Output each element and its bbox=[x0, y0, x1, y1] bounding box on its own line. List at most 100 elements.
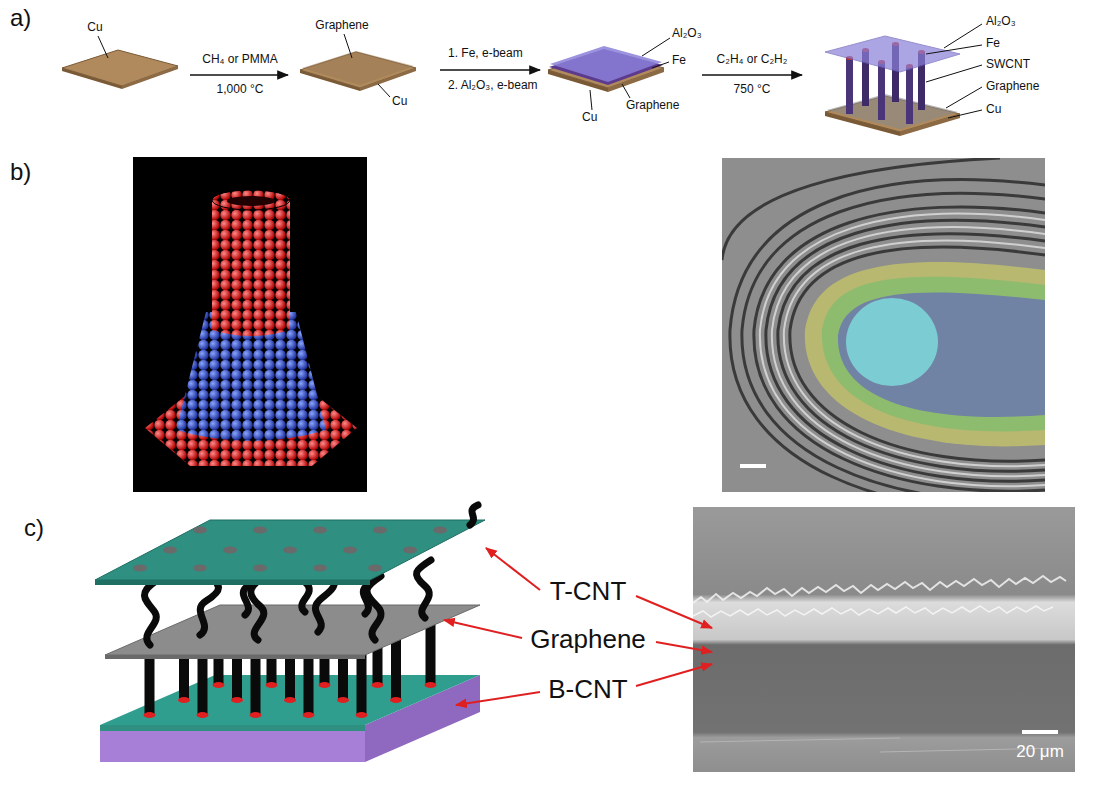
lattice-fringe bbox=[760, 214, 1045, 487]
cnt-texture bbox=[693, 606, 1053, 617]
nanotube-model bbox=[212, 200, 290, 336]
part-label: T-CNT bbox=[550, 577, 627, 607]
cnt-texture bbox=[693, 576, 1066, 603]
catalyst-dot bbox=[313, 565, 327, 572]
catalyst-dot bbox=[343, 547, 357, 554]
panel-letter: c) bbox=[24, 514, 44, 542]
lattice-fringe bbox=[742, 193, 1045, 492]
part-label: Fe bbox=[672, 54, 686, 68]
process-condition: 1,000 °C bbox=[217, 83, 264, 97]
sem-image bbox=[693, 507, 1075, 772]
overlay-catalyst-particle bbox=[846, 298, 938, 386]
part-label: Fe bbox=[986, 37, 1000, 51]
pointer-arrow bbox=[456, 692, 540, 705]
top-plate-edge bbox=[95, 580, 370, 585]
lattice-fringe bbox=[784, 240, 1045, 466]
catalyst-dot bbox=[368, 565, 382, 572]
foil-edge bbox=[122, 66, 178, 89]
lattice-fringe bbox=[790, 247, 1045, 461]
catalyst-dot bbox=[390, 697, 402, 703]
tem-image bbox=[722, 158, 1045, 492]
scale-bar bbox=[1022, 730, 1058, 734]
catalyst-dot bbox=[213, 682, 225, 688]
catalyst-dot bbox=[303, 712, 315, 718]
part-label: Cu bbox=[392, 95, 407, 109]
pointer-arrow bbox=[636, 664, 712, 686]
catalyst-dot bbox=[403, 547, 417, 554]
cnt-curl bbox=[416, 560, 431, 618]
catalyst-dot bbox=[193, 565, 207, 572]
catalyst-dots bbox=[133, 527, 447, 572]
substrate-side bbox=[100, 731, 365, 762]
panel-letter: b) bbox=[10, 158, 31, 186]
lattice-fringe bbox=[766, 220, 1045, 481]
part-label: Graphene bbox=[986, 80, 1039, 94]
catalyst-dot bbox=[133, 565, 147, 572]
process-arrow bbox=[702, 74, 802, 76]
swcnt bbox=[906, 66, 913, 124]
lattice-fringe bbox=[778, 234, 1045, 471]
scale-bar bbox=[740, 464, 766, 468]
scale-label: 20 μm bbox=[1016, 742, 1064, 762]
part-label: Graphene bbox=[530, 625, 646, 655]
model-background bbox=[133, 157, 367, 492]
catalyst-dot bbox=[193, 527, 207, 534]
catalyst-dot bbox=[433, 527, 447, 534]
leader-line bbox=[344, 34, 352, 58]
catalyst-dot bbox=[283, 547, 297, 554]
swcnt bbox=[846, 58, 853, 114]
catalyst-dot bbox=[284, 697, 296, 703]
pointer-arrow bbox=[656, 642, 712, 652]
lattice-fringe bbox=[754, 207, 1045, 491]
alumina-layer bbox=[825, 36, 960, 72]
part-label: B-CNT bbox=[548, 675, 627, 705]
catalyst-dot bbox=[253, 527, 267, 534]
process-condition: C₂H₄ or C₂H₂ bbox=[717, 53, 788, 67]
graphene-edge bbox=[105, 655, 365, 659]
leader-line bbox=[946, 87, 982, 108]
catalyst-dot bbox=[266, 682, 278, 688]
top-plate bbox=[95, 520, 485, 580]
part-label: Al₂O₃ bbox=[672, 27, 702, 41]
cnt-curl bbox=[144, 581, 156, 645]
swcnt bbox=[878, 62, 885, 120]
panel-b-illustration bbox=[133, 157, 1045, 511]
process-condition: 2. Al₂O₃, e-beam bbox=[448, 79, 538, 93]
leader-line bbox=[378, 84, 390, 97]
leader-line bbox=[926, 65, 982, 82]
cnt-curl bbox=[470, 505, 478, 525]
overlay-outer-shell bbox=[805, 262, 1045, 446]
catalyst-dot bbox=[313, 527, 327, 534]
nanotube-rim bbox=[212, 190, 290, 210]
process-arrow bbox=[190, 74, 288, 76]
lattice-fringe bbox=[722, 158, 1000, 260]
catalyst-dot bbox=[372, 682, 384, 688]
part-label: SWCNT bbox=[986, 58, 1030, 72]
graphene-layer bbox=[302, 51, 414, 85]
copper-foil bbox=[62, 50, 178, 86]
part-label: Graphene bbox=[315, 19, 368, 33]
panel-c-illustration bbox=[95, 505, 1075, 772]
panel-a-illustration bbox=[62, 24, 982, 136]
catalyst-dot bbox=[319, 682, 331, 688]
catalyst-dot bbox=[356, 712, 368, 718]
leader-line bbox=[98, 36, 108, 58]
pointer-arrow bbox=[444, 620, 522, 638]
catalyst-dot bbox=[337, 697, 349, 703]
process-condition: 750 °C bbox=[734, 83, 771, 97]
process-condition: CH₄ or PMMA bbox=[202, 53, 278, 67]
leader-line bbox=[590, 90, 592, 110]
panel-letter: a) bbox=[10, 4, 31, 32]
pointer-arrows bbox=[444, 548, 712, 705]
leader-line bbox=[948, 110, 982, 118]
process-arrow bbox=[440, 69, 540, 71]
overlay-middle-shell bbox=[822, 277, 1045, 432]
lattice-fringe bbox=[730, 180, 1045, 492]
lattice-fringe bbox=[772, 227, 1045, 476]
alumina-layer bbox=[550, 46, 662, 82]
leader-line bbox=[652, 62, 669, 68]
leader-line bbox=[622, 84, 630, 98]
catalyst-dot bbox=[425, 682, 437, 688]
